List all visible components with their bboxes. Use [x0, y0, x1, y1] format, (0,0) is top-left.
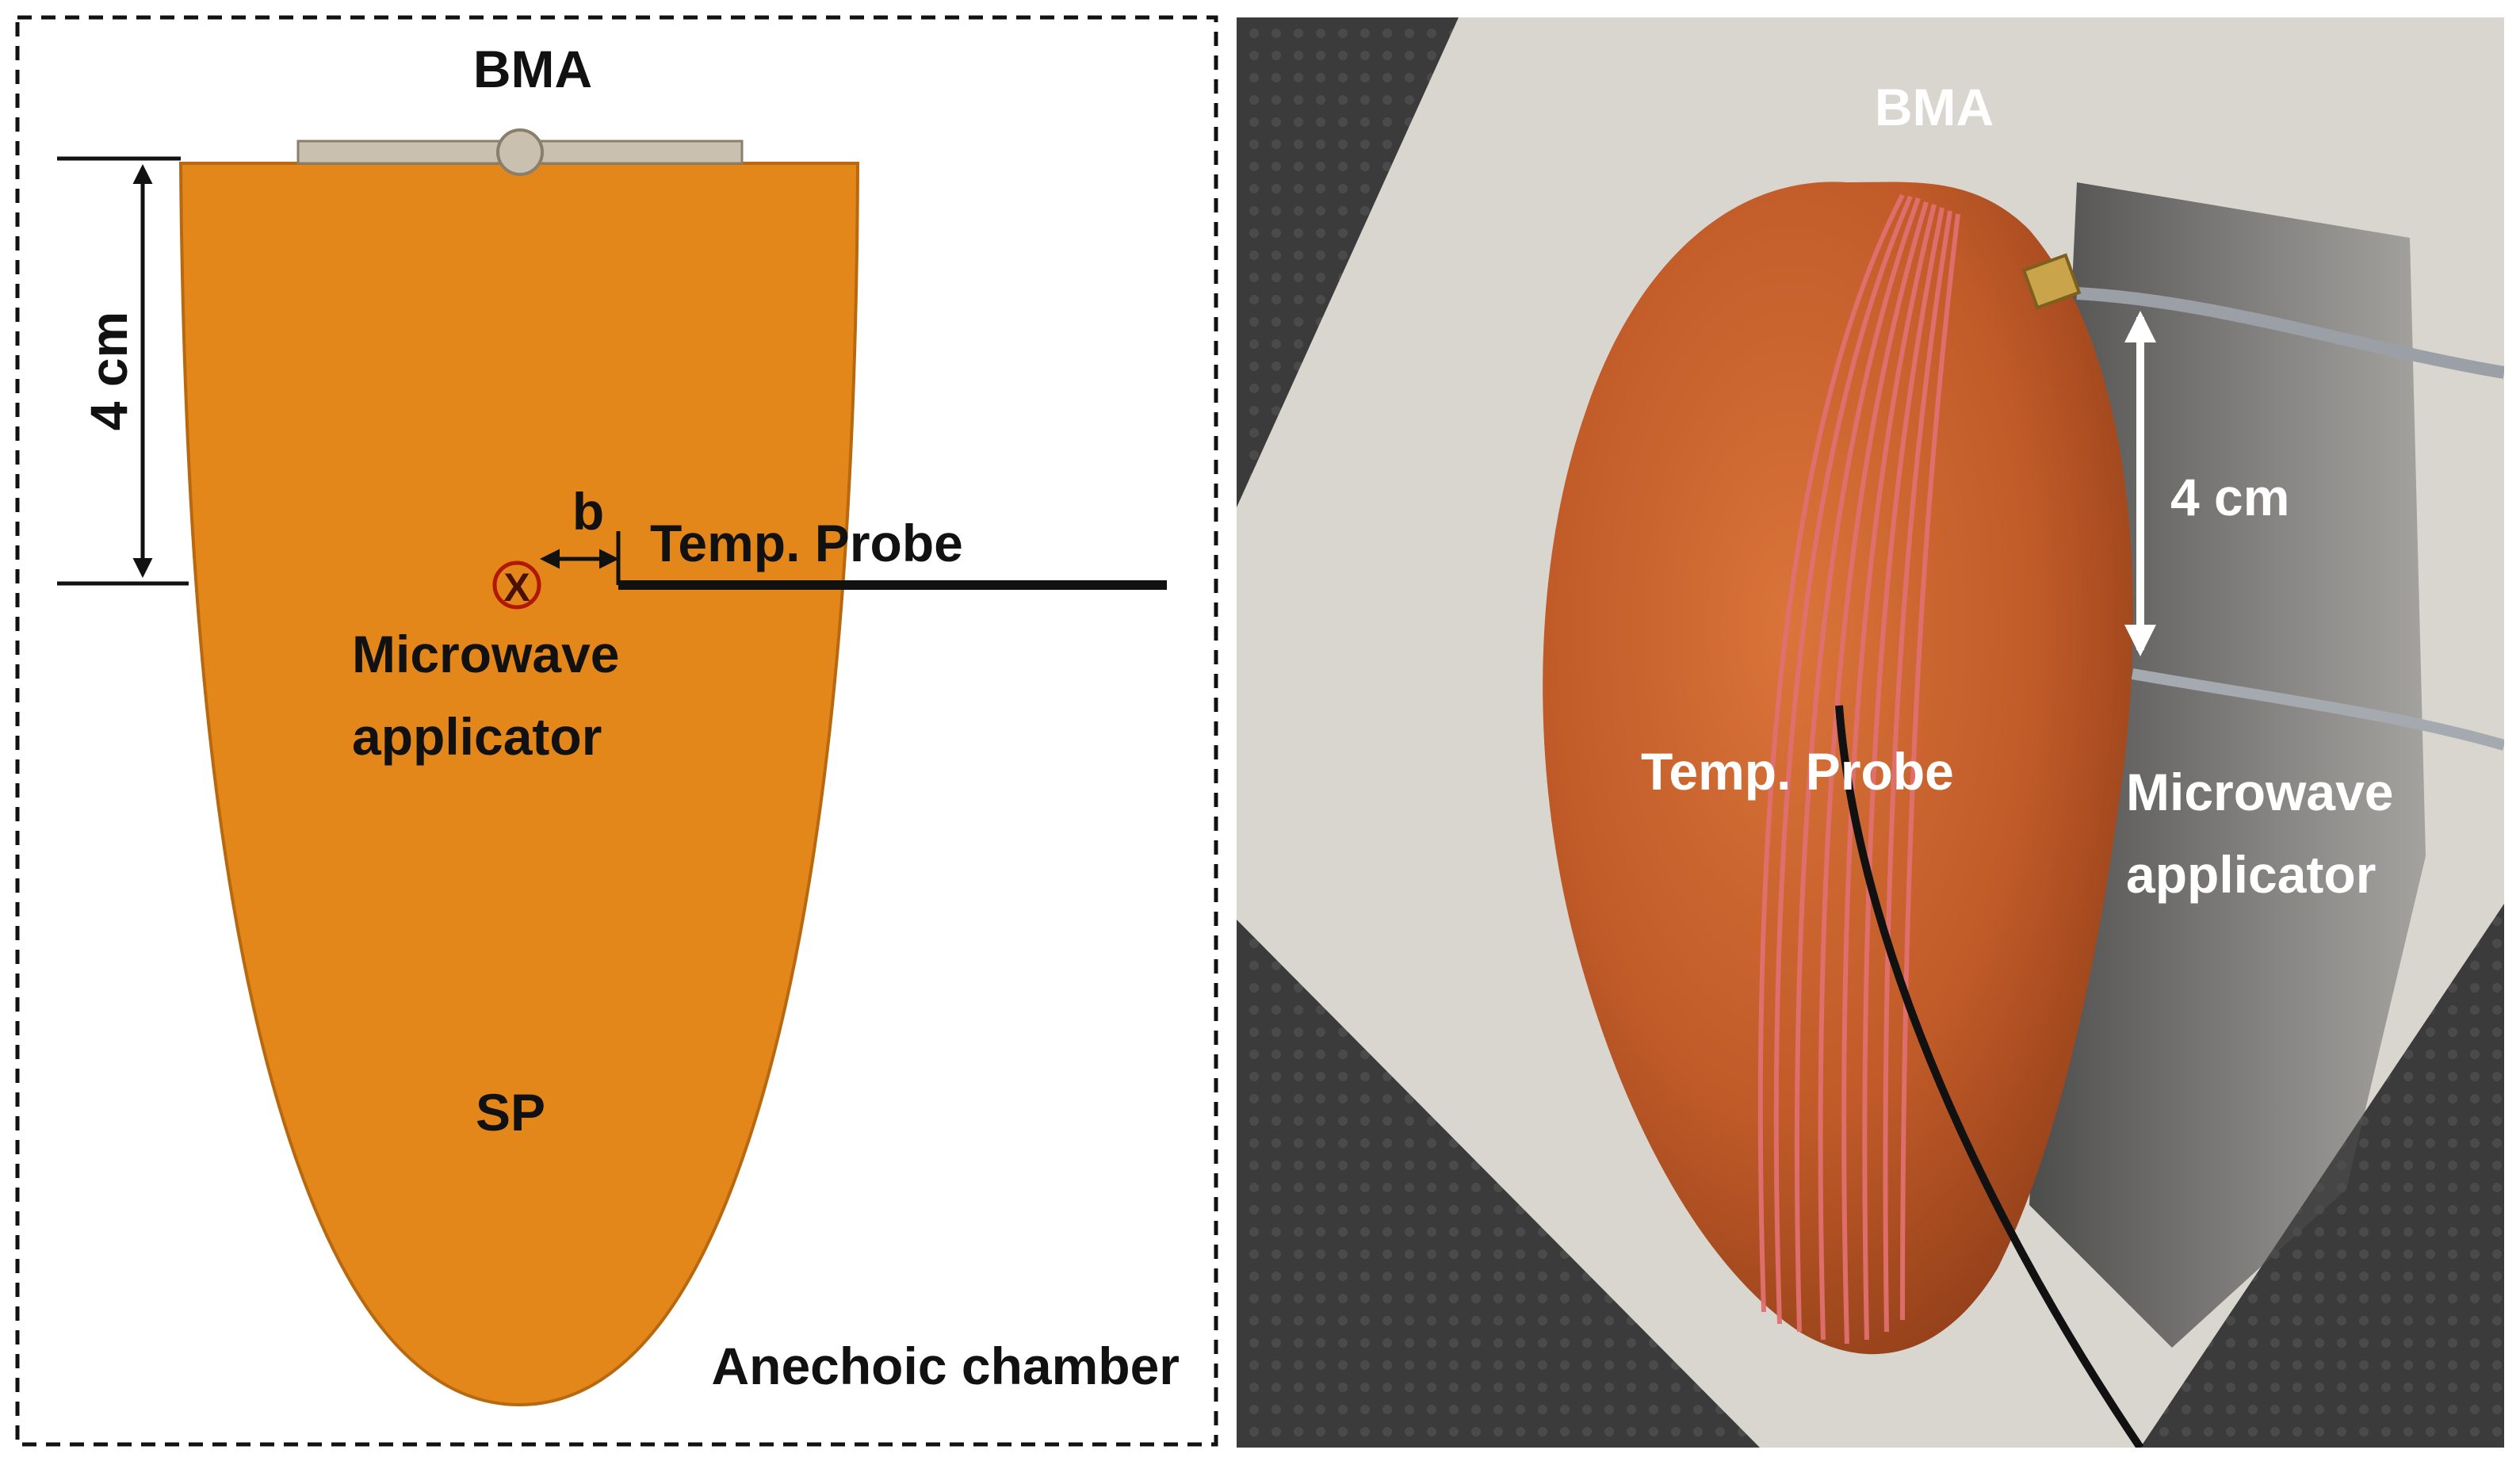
photo-probe-label: Temp. Probe [1641, 742, 1954, 801]
applicator-marker-circle [492, 560, 541, 610]
antenna-cable [2076, 287, 2504, 379]
bma-connector-photo [2021, 253, 2082, 310]
sweet-potato-shape [178, 162, 860, 1407]
applicator-cable [2131, 668, 2504, 751]
gap-label: b [572, 482, 604, 541]
probe-label: Temp. Probe [650, 514, 963, 572]
photo-panel: BMA 4 cm Temp. Probe Microwave applicato… [1237, 17, 2504, 1448]
applicator-marker: X [503, 565, 530, 610]
sensor-wire-bundle [1757, 193, 1960, 1345]
distance-label: 4 cm [79, 312, 138, 430]
photo-bma-label: BMA [1875, 78, 1994, 136]
chamber-label: Anechoic chamber [711, 1337, 1180, 1395]
applicator-label-line2: applicator [352, 707, 602, 766]
photo-applicator-label-line2: applicator [2126, 845, 2376, 904]
photo-applicator-label-line1: Microwave [2126, 763, 2393, 821]
photo-distance-label: 4 cm [2170, 468, 2289, 526]
sp-label: SP [476, 1083, 545, 1142]
schematic-panel: BMA 4 cm X b Temp. Probe Microwave appli… [15, 15, 1218, 1447]
sweet-potato-photo [1543, 182, 2133, 1355]
bma-label: BMA [473, 40, 592, 98]
applicator-label-line1: Microwave [352, 625, 619, 683]
temp-probe-cable [1835, 705, 2144, 1448]
bma-feed-connector [496, 128, 544, 176]
